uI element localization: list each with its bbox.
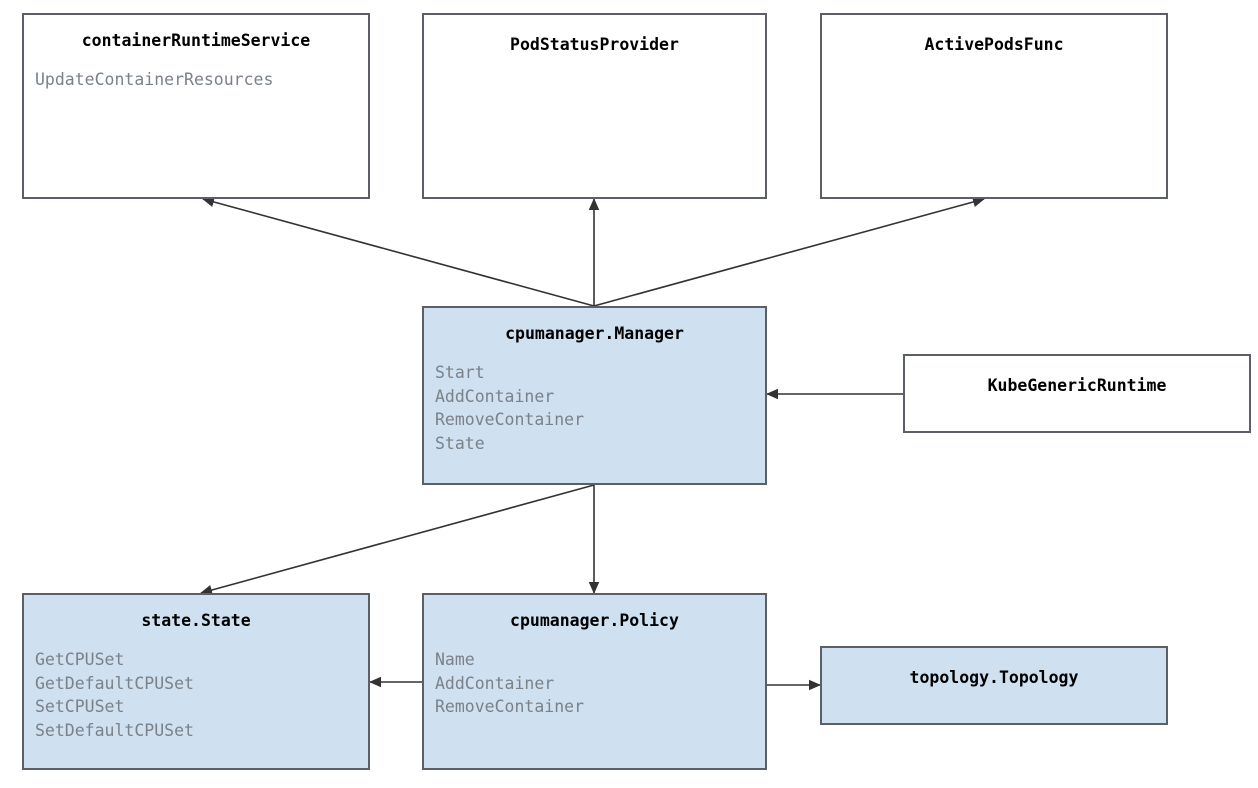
node-method: AddContainer (435, 386, 555, 406)
node-title: state.State (141, 611, 251, 630)
node-activePodsFunc[interactable]: ActivePodsFunc (820, 13, 1168, 199)
node-kubeGenericRuntime[interactable]: KubeGenericRuntime (903, 354, 1251, 433)
node-method: RemoveContainer (435, 697, 585, 717)
node-method: AddContainer (435, 673, 555, 693)
node-podStatusProvider[interactable]: PodStatusProvider (422, 13, 767, 199)
node-method-list: UpdateContainerResources (24, 68, 368, 92)
node-title: cpumanager.Manager (505, 324, 684, 343)
node-method: RemoveContainer (435, 410, 585, 430)
node-method: Name (435, 650, 475, 670)
edge-manager-to-containerRuntimeService (202, 196, 595, 307)
node-method: State (435, 433, 485, 453)
edge-manager-to-stateState (200, 484, 595, 596)
node-method: GetDefaultCPUSet (35, 673, 194, 693)
node-title: topology.Topology (909, 668, 1079, 687)
node-title: ActivePodsFunc (924, 35, 1064, 54)
node-method: Start (435, 363, 485, 383)
node-method: UpdateContainerResources (35, 70, 274, 90)
edge-manager-to-activePodsFunc (593, 196, 985, 307)
node-topologyTopology[interactable]: topology.Topology (820, 646, 1168, 725)
node-method: SetCPUSet (35, 697, 125, 717)
node-title: containerRuntimeService (81, 31, 311, 50)
node-title: cpumanager.Policy (510, 611, 679, 630)
node-method: SetDefaultCPUSet (35, 720, 194, 740)
node-method: GetCPUSet (35, 650, 125, 670)
node-title: PodStatusProvider (510, 35, 679, 54)
node-title: KubeGenericRuntime (987, 376, 1167, 395)
